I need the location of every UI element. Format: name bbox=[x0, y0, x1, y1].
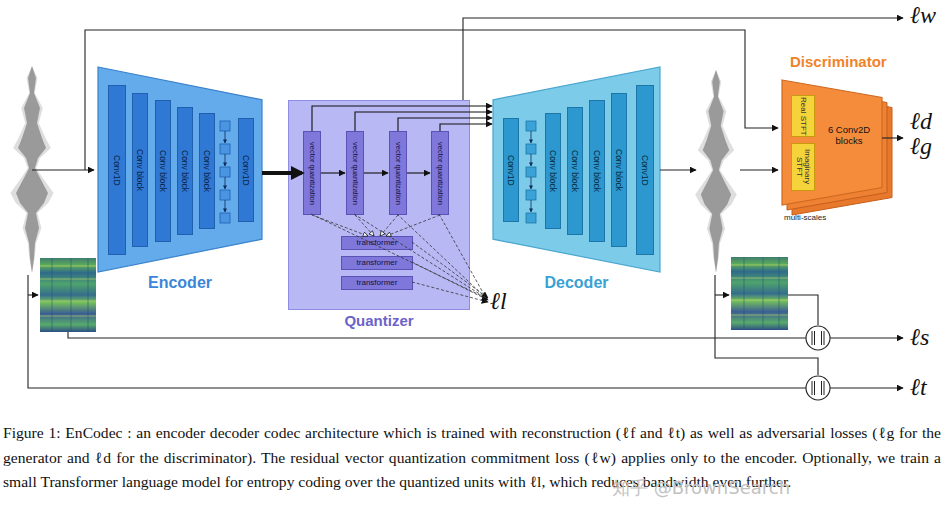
node-text: Conv block bbox=[549, 150, 558, 192]
node-text: Conv block bbox=[571, 150, 580, 192]
node-text: multi-scales bbox=[784, 213, 826, 223]
node-text: Conv block bbox=[593, 150, 602, 192]
input-spectrogram bbox=[40, 258, 96, 332]
conv-block: Conv block bbox=[199, 113, 215, 229]
node-text: Real STFT bbox=[799, 97, 807, 136]
conv1d-layer: Conv1D bbox=[238, 118, 254, 222]
conv-block: Conv block bbox=[567, 107, 583, 235]
stft-block: Imaginary STFT bbox=[791, 143, 815, 191]
loss-symbol: ℓs bbox=[910, 324, 929, 350]
node-text: Conv1D bbox=[242, 155, 251, 186]
node-text: transformer bbox=[357, 239, 398, 247]
norm-symbol bbox=[806, 326, 830, 400]
node-text: Conv block bbox=[181, 150, 190, 192]
encoder-trapezoid: EncoderConv1DConv blockConv blockConv bl… bbox=[98, 67, 262, 272]
watermark: 知乎 @BrownSearch bbox=[612, 478, 790, 498]
node-text: transformer bbox=[357, 279, 398, 287]
node-text: vector quantization bbox=[436, 142, 444, 205]
vector-quantizer: vector quantization bbox=[431, 131, 449, 215]
conv-block: Conv block bbox=[545, 113, 561, 229]
conv-block: Conv block bbox=[155, 100, 171, 242]
conv-block: Conv block bbox=[589, 100, 605, 242]
signal-wires bbox=[28, 18, 903, 388]
node-text: Discriminator bbox=[790, 53, 887, 71]
output-waveform bbox=[695, 70, 737, 273]
node-text: 6 Conv2D blocks bbox=[822, 124, 876, 147]
loss-symbol: ℓt bbox=[910, 374, 927, 400]
node-text: Quantizer bbox=[289, 312, 469, 330]
vector-quantizer: vector quantization bbox=[389, 131, 407, 215]
node-text: Conv1D bbox=[113, 155, 122, 186]
vector-quantizer: vector quantization bbox=[346, 131, 364, 215]
node-text: transformer bbox=[357, 259, 398, 267]
discriminator-trapezoid: Discriminator6 Conv2D blocksmulti-scales… bbox=[782, 80, 882, 205]
transformer-block: transformer bbox=[341, 276, 413, 290]
node-text: Conv block bbox=[159, 150, 168, 192]
node-text: vector quantization bbox=[351, 142, 359, 205]
loss-symbol: ℓd bbox=[910, 108, 932, 134]
trapezoid-shape bbox=[493, 67, 660, 272]
conv1d-layer: Conv1D bbox=[503, 118, 519, 222]
conv-block: Conv block bbox=[611, 93, 627, 247]
decoder-trapezoid: DecoderConv1DConv blockConv blockConv bl… bbox=[493, 67, 660, 272]
input-waveform bbox=[10, 66, 53, 273]
conv1d-layer: Conv1D bbox=[636, 85, 654, 255]
node-text: Conv block bbox=[203, 150, 212, 192]
loss-symbol: ℓl bbox=[490, 288, 507, 314]
node-text: vector quantization bbox=[394, 142, 402, 205]
loss-symbol: ℓg bbox=[910, 133, 932, 159]
node-text: Conv block bbox=[136, 149, 145, 191]
conv-block: Conv block bbox=[177, 107, 193, 235]
figure-caption: Figure 1: EnCodec : an encoder decoder c… bbox=[3, 421, 941, 495]
loss-symbol: ℓw bbox=[910, 2, 936, 28]
node-text: Conv block bbox=[615, 149, 624, 191]
node-text: Conv1D bbox=[641, 155, 650, 186]
node-text: vector quantization bbox=[308, 142, 316, 205]
output-spectrogram bbox=[731, 257, 788, 330]
quantizer-box: Quantizervector quantizationvector quant… bbox=[288, 100, 470, 310]
node-text: Encoder bbox=[98, 273, 262, 292]
conv1d-layer: Conv1D bbox=[108, 85, 126, 255]
conv-block: Conv block bbox=[132, 93, 148, 247]
node-text: Imaginary STFT bbox=[795, 144, 812, 190]
trapezoid-shape bbox=[782, 80, 882, 205]
vector-quantizer: vector quantization bbox=[303, 131, 321, 215]
node-text: Conv1D bbox=[507, 155, 516, 186]
transformer-block: transformer bbox=[341, 236, 413, 250]
node-text: Decoder bbox=[493, 273, 660, 292]
stft-block: Real STFT bbox=[791, 95, 815, 137]
transformer-block: transformer bbox=[341, 256, 413, 270]
trapezoid-shape bbox=[98, 67, 262, 272]
